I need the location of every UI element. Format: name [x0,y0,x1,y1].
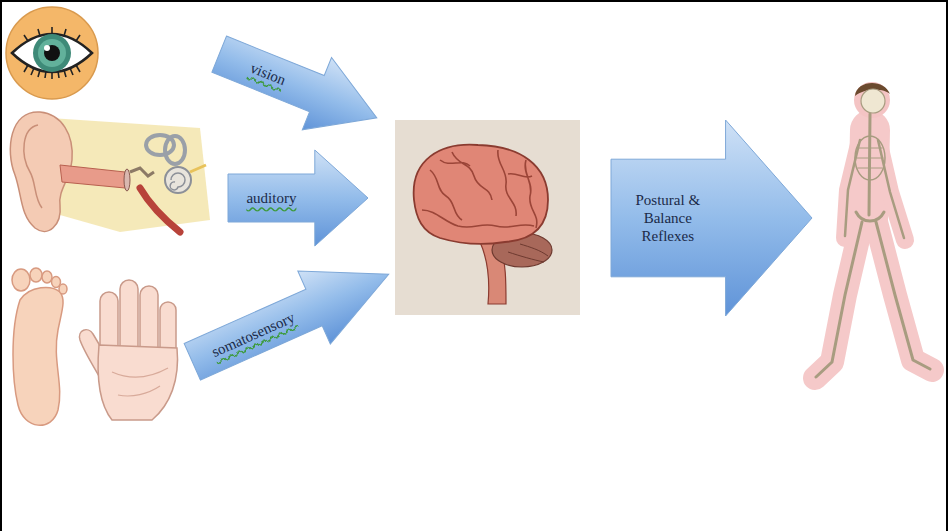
arrow-shape: somatosensory [176,238,405,399]
eye-highlight [44,45,50,51]
arrow-outline [611,120,812,316]
pupil [44,45,60,61]
frame-line [0,0,2,531]
eyelashes [24,27,80,79]
nerve [190,165,206,172]
arrow-shape: Postural & Balance Reflexes [611,120,812,316]
cochlea [165,167,191,193]
arrow-fill [228,150,368,246]
leg-back [815,222,862,378]
cochlea-spiral [170,173,185,190]
arrow-shape: auditory [228,150,368,246]
eye-white [12,34,92,72]
ear-icon [10,112,210,232]
ribs [857,148,883,168]
arrow-label-area: somatosensory [184,289,322,380]
frame-line [0,0,948,2]
toe [59,284,67,294]
pelvis [856,212,884,221]
eye-icon [6,7,98,99]
arrow-fill [176,238,405,399]
sole [13,287,63,425]
semicircular-canal [165,136,185,164]
toe [30,268,42,282]
arrow-label-area: auditory [228,174,315,222]
body-silhouette [815,130,932,378]
frame-line [946,0,948,531]
foot-icon [12,268,67,425]
arrow-label: Postural & Balance Reflexes [620,191,716,245]
arrow-fill [611,120,812,316]
toe [12,269,30,291]
walking-figure [815,82,932,378]
palm [98,345,177,420]
ear-canal [60,165,125,188]
spine [869,114,870,215]
leg-bones [816,222,930,377]
arrow-shape: vision [205,18,392,154]
arrow-label-area: Postural & Balance Reflexes [611,159,726,277]
arrow-label: vision [248,59,289,89]
eye-disc [6,7,98,99]
eustachian-tube [140,188,180,232]
toe [42,271,52,283]
ossicles [130,168,154,176]
arrow-label-area: vision [212,36,324,112]
brain-icon [395,120,580,315]
cerebellum-folds [508,244,548,262]
arrow-fill [205,18,392,154]
arm-bones [845,140,904,238]
skull-bone [50,118,210,232]
cerebrum [414,145,548,244]
skull [861,89,885,113]
iris [33,34,71,72]
arrow-label: auditory [246,189,296,207]
palm-lines [112,368,168,396]
eardrum [124,169,130,191]
hand-icon [79,280,177,420]
head [854,82,890,118]
arrow-label: somatosensory [208,308,297,361]
ear-fold [24,125,42,208]
brain-gyri [422,150,537,228]
brain-backdrop [395,120,580,315]
arrow-outline [205,18,392,154]
skeleton [816,89,930,377]
iris-ring [38,39,66,67]
